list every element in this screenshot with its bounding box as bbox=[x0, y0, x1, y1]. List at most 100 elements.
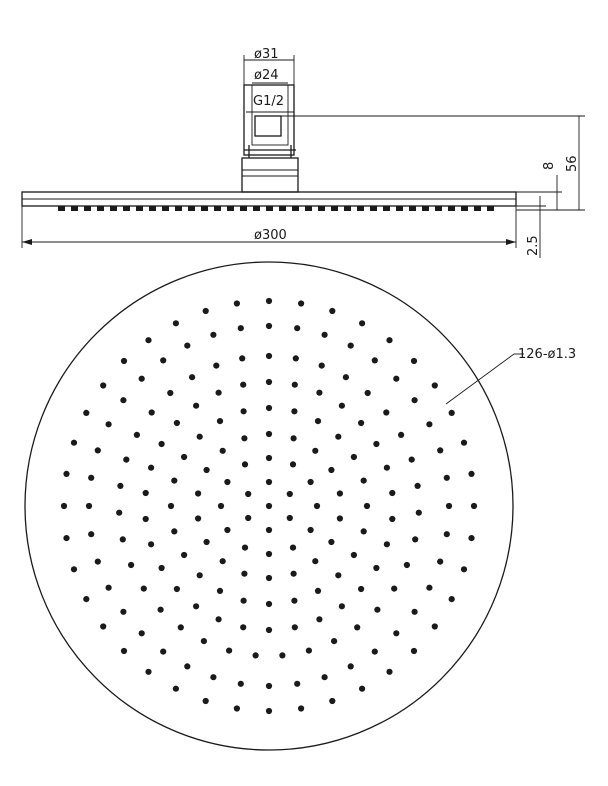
nozzle-hole bbox=[314, 587, 322, 595]
nozzle-hole bbox=[294, 680, 301, 687]
nozzle-hole bbox=[426, 584, 433, 591]
nozzle-hole bbox=[128, 561, 135, 569]
nozzle-hole bbox=[123, 456, 130, 463]
nozzle-hole bbox=[460, 566, 468, 573]
nozzle-hole bbox=[329, 697, 336, 705]
nozzle-hole bbox=[117, 482, 124, 489]
nozzle-hole bbox=[360, 477, 367, 484]
side-nozzle bbox=[123, 206, 130, 211]
nozzle-hole bbox=[148, 464, 155, 471]
nozzle-hole bbox=[216, 587, 224, 595]
nozzle-hole bbox=[305, 647, 312, 654]
nozzle-hole bbox=[389, 515, 396, 523]
nozzle-hole bbox=[241, 570, 248, 577]
nozzle-hole bbox=[83, 409, 90, 416]
nozzle-hole bbox=[160, 648, 167, 655]
nozzle-hole bbox=[239, 355, 246, 362]
arm-base bbox=[241, 157, 299, 193]
nozzle-hole bbox=[373, 564, 380, 572]
nozzle-hole bbox=[460, 439, 468, 446]
nozzle-hole bbox=[120, 608, 127, 615]
nozzle-hole bbox=[448, 409, 455, 416]
nozzle-hole bbox=[105, 421, 112, 428]
nozzle-hole bbox=[265, 454, 273, 462]
nozzle-hole bbox=[307, 478, 314, 486]
nozzle-hole bbox=[290, 570, 297, 577]
side-nozzle bbox=[149, 206, 156, 211]
side-nozzle bbox=[162, 206, 169, 211]
nozzle-hole bbox=[133, 431, 140, 438]
nozzle-hole bbox=[202, 697, 209, 705]
nozzle-hole bbox=[193, 402, 200, 409]
nozzle-hole bbox=[359, 320, 366, 327]
nozzle-hole bbox=[216, 418, 224, 425]
nozzle-hole bbox=[237, 680, 244, 687]
nozzle-hole bbox=[157, 606, 164, 613]
nozzle-hole bbox=[383, 409, 390, 416]
nozzle-hole bbox=[291, 381, 298, 388]
nozzle-hole bbox=[371, 357, 378, 364]
nozzle-hole bbox=[371, 648, 378, 655]
nozzle-hole bbox=[411, 608, 418, 615]
nozzle-hole bbox=[196, 572, 203, 579]
nozzle-hole bbox=[291, 624, 298, 631]
nozzle-hole bbox=[171, 528, 178, 535]
nozzle-hole bbox=[70, 439, 78, 446]
nozzle-hole bbox=[321, 674, 328, 681]
side-nozzle bbox=[383, 206, 390, 211]
nozzle-hole bbox=[363, 502, 371, 510]
nozzle-hole bbox=[265, 378, 273, 386]
nozzle-hole bbox=[265, 574, 273, 582]
nozzle-hole bbox=[335, 572, 342, 579]
nozzle-hole bbox=[245, 490, 252, 498]
nozzle-hole bbox=[445, 502, 453, 510]
nozzle-hole bbox=[412, 536, 419, 543]
side-nozzle bbox=[370, 206, 377, 211]
nozzle-hole bbox=[328, 466, 335, 474]
nozzle-hole bbox=[181, 453, 188, 461]
nozzle-holes bbox=[60, 297, 478, 715]
nozzle-hole bbox=[105, 584, 112, 591]
side-nozzle bbox=[409, 206, 416, 211]
nozzle-hole bbox=[289, 544, 297, 551]
nozzle-hole bbox=[203, 538, 210, 546]
nozzle-hole bbox=[85, 502, 93, 510]
nozzle-hole bbox=[291, 597, 298, 604]
dim-300-label: ø300 bbox=[254, 228, 287, 243]
nozzle-hole bbox=[219, 558, 226, 565]
nozzle-hole bbox=[342, 374, 349, 381]
nozzle-hole bbox=[414, 482, 421, 489]
nozzle-hole bbox=[215, 616, 222, 623]
nozzle-hole bbox=[119, 536, 126, 543]
dim-8-label: 8 bbox=[542, 162, 557, 170]
nozzle-hole bbox=[470, 502, 478, 510]
nozzle-hole bbox=[360, 528, 367, 535]
nozzle-hole bbox=[241, 435, 248, 442]
nozzle-hole bbox=[316, 389, 323, 396]
nozzle-hole bbox=[265, 404, 273, 412]
nozzle-hole bbox=[60, 502, 68, 510]
side-nozzle bbox=[292, 206, 299, 211]
nozzle-hole bbox=[138, 375, 145, 382]
nozzle-hole bbox=[233, 300, 240, 307]
nozzle-hole bbox=[160, 357, 167, 364]
side-nozzle bbox=[448, 206, 455, 211]
nozzle-hole bbox=[279, 652, 286, 659]
nozzle-row bbox=[58, 206, 494, 211]
nozzle-hole bbox=[393, 630, 400, 637]
nozzle-hole bbox=[437, 447, 444, 454]
nozzle-hole bbox=[210, 331, 217, 338]
nozzle-hole bbox=[286, 514, 293, 522]
nozzle-hole bbox=[210, 674, 217, 681]
nozzle-hole bbox=[116, 509, 123, 516]
dim-300-arrow-right bbox=[506, 239, 516, 245]
side-nozzle bbox=[227, 206, 234, 211]
nozzle-hole bbox=[203, 466, 210, 474]
nozzle-hole bbox=[237, 325, 244, 332]
nozzle-hole bbox=[120, 357, 128, 365]
nozzle-hole bbox=[386, 337, 393, 344]
nozzle-hole bbox=[289, 461, 297, 468]
nozzle-hole bbox=[195, 515, 202, 522]
dim-300-arrow-left bbox=[22, 239, 32, 245]
